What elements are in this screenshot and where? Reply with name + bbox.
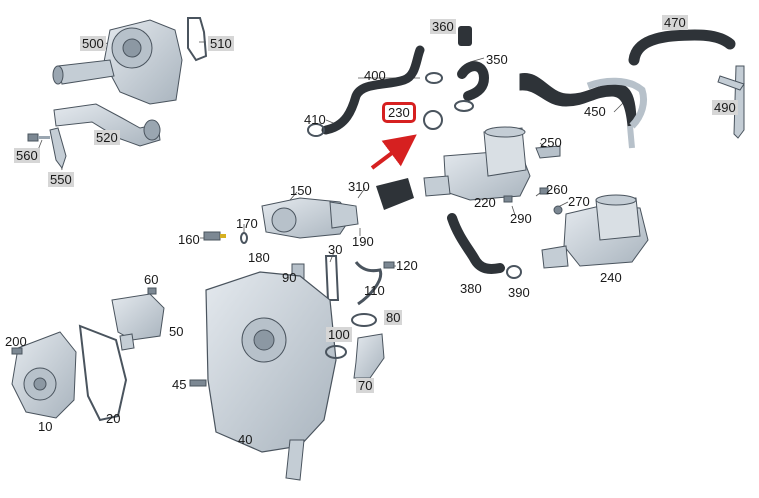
callout-10[interactable]: 10 [38, 419, 53, 434]
callout-100[interactable]: 100 [326, 327, 352, 342]
callout-410[interactable]: 410 [304, 112, 326, 127]
o-ring-230 [423, 110, 443, 130]
callout-180[interactable]: 180 [248, 250, 270, 265]
hose-400 [321, 45, 425, 135]
callout-60[interactable]: 60 [144, 272, 159, 287]
clamp-100 [325, 345, 347, 359]
callout-170[interactable]: 170 [236, 216, 258, 231]
pipe-120 [383, 261, 395, 269]
callout-400[interactable]: 400 [364, 68, 386, 83]
bolt-45 [189, 379, 207, 387]
callout-45[interactable]: 45 [172, 377, 187, 392]
callout-290[interactable]: 290 [510, 211, 532, 226]
water-pump-assembly-500 [52, 19, 183, 105]
coolant-housing-150 [261, 197, 359, 239]
housing-50 [111, 293, 165, 351]
callout-20[interactable]: 20 [106, 411, 121, 426]
callout-560[interactable]: 560 [14, 148, 40, 163]
pipe-450 [519, 73, 648, 149]
callout-160[interactable]: 160 [178, 232, 200, 247]
timing-cover-40 [205, 271, 337, 481]
hose-360 [458, 26, 472, 46]
callout-240[interactable]: 240 [600, 270, 622, 285]
bracket-550 [49, 127, 67, 170]
o-ring-170 [240, 232, 248, 244]
callout-550[interactable]: 550 [48, 172, 74, 187]
callout-490[interactable]: 490 [712, 100, 738, 115]
callout-70[interactable]: 70 [356, 378, 375, 393]
callout-230-highlighted[interactable]: 230 [382, 102, 416, 123]
clamp-250 [535, 145, 561, 159]
callout-520[interactable]: 520 [94, 130, 120, 145]
water-pump-10 [11, 331, 77, 419]
callout-510[interactable]: 510 [208, 36, 234, 51]
callout-190[interactable]: 190 [352, 234, 374, 249]
gasket-510 [187, 17, 208, 62]
hose-350 [457, 61, 490, 101]
callout-310[interactable]: 310 [348, 179, 370, 194]
thermostat-housing-220 [423, 126, 531, 201]
callout-270[interactable]: 270 [568, 194, 590, 209]
callout-470[interactable]: 470 [662, 15, 688, 30]
callout-80[interactable]: 80 [384, 310, 403, 325]
clamp-400b [425, 72, 443, 84]
gasket-30 [324, 255, 340, 301]
hose-310 [376, 178, 414, 210]
elbow-70 [353, 333, 385, 379]
gasket-20 [78, 324, 128, 422]
clamp-80 [351, 313, 377, 327]
clamp-390 [506, 265, 522, 279]
callout-200[interactable]: 200 [5, 334, 27, 349]
hose-470 [628, 29, 736, 66]
callout-120[interactable]: 120 [396, 258, 418, 273]
hose-380 [447, 213, 505, 274]
callout-360[interactable]: 360 [430, 19, 456, 34]
bolt-60 [147, 287, 157, 295]
callout-390[interactable]: 390 [508, 285, 530, 300]
clamp-350 [454, 100, 474, 112]
pipe-110 [354, 261, 383, 306]
callout-90[interactable]: 90 [282, 270, 297, 285]
pointer-arrow [370, 134, 417, 170]
pipe-490 [717, 65, 745, 139]
bolt-560 [27, 133, 50, 142]
sensor-160 [203, 231, 226, 241]
callout-260[interactable]: 260 [546, 182, 568, 197]
callout-380[interactable]: 380 [460, 281, 482, 296]
callout-30[interactable]: 30 [328, 242, 343, 257]
callout-50[interactable]: 50 [169, 324, 184, 339]
callout-250[interactable]: 250 [540, 135, 562, 150]
callout-450[interactable]: 450 [584, 104, 606, 119]
outlet-pipe-520 [53, 103, 161, 147]
callout-150[interactable]: 150 [290, 183, 312, 198]
bolt-200 [11, 347, 23, 355]
pump-240 [541, 194, 649, 269]
bolts-260-290 [503, 187, 563, 215]
callout-500[interactable]: 500 [80, 36, 106, 51]
callout-110[interactable]: 110 [364, 283, 385, 298]
callout-220[interactable]: 220 [474, 195, 496, 210]
callout-350[interactable]: 350 [486, 52, 508, 67]
clamp-410 [307, 123, 325, 137]
callout-40[interactable]: 40 [238, 432, 253, 447]
